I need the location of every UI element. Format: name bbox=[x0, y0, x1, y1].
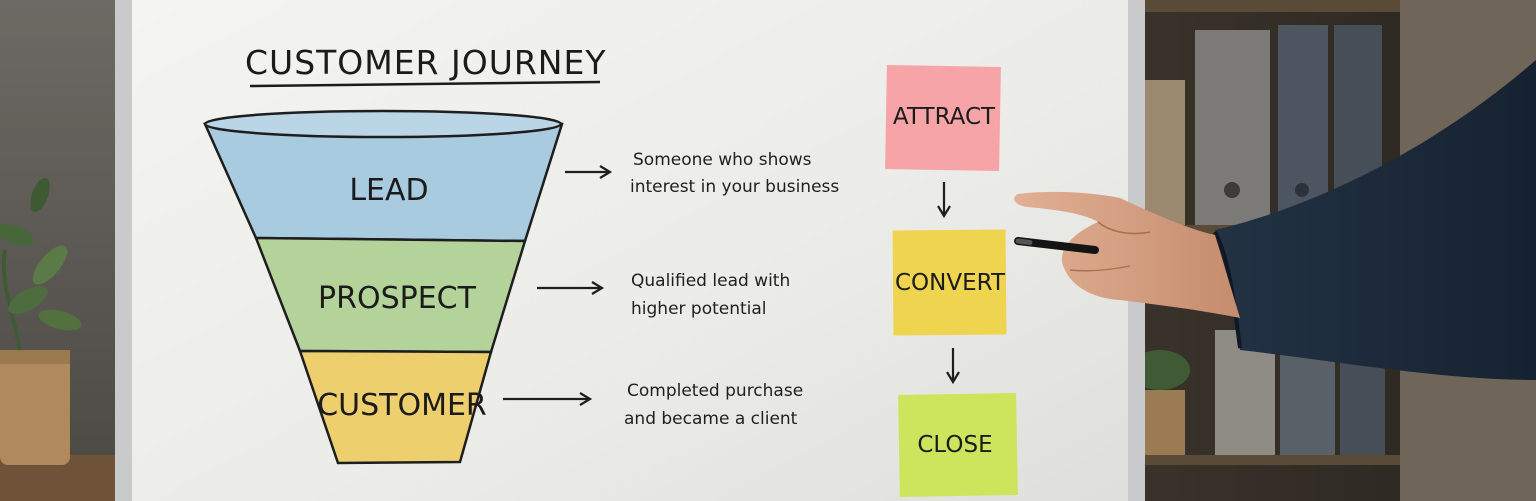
prospect-description-line-2: higher potential bbox=[631, 299, 767, 319]
sticky-note-attract-paper bbox=[885, 65, 1001, 171]
sticky-note-convert-paper bbox=[892, 229, 1007, 336]
funnel-customer-section bbox=[298, 349, 493, 465]
customer-description-line-2: and became a client bbox=[624, 409, 798, 429]
sticky-note-convert: CONVERT bbox=[892, 229, 1007, 336]
funnel-arrows bbox=[503, 165, 613, 406]
customer-description-line-1: Completed purchase bbox=[627, 381, 803, 401]
funnel-label-lead: LEAD bbox=[349, 173, 428, 208]
prospect-description-line-1: Qualified lead with bbox=[631, 271, 790, 291]
sticky-note-attract: ATTRACT bbox=[885, 65, 1001, 171]
funnel-label-customer: CUSTOMER bbox=[317, 388, 487, 423]
sticky-note-close-paper bbox=[898, 392, 1018, 498]
potted-plant bbox=[0, 177, 82, 465]
funnel-label-prospect: PROSPECT bbox=[318, 281, 477, 316]
funnel-diagram: LEAD PROSPECT CUSTOMER bbox=[203, 109, 564, 465]
lead-description-line-1: Someone who shows bbox=[633, 150, 812, 170]
sticky-note-attract-label: ATTRACT bbox=[893, 104, 996, 130]
sticky-note-close-label: CLOSE bbox=[917, 432, 992, 458]
note-arrow-2 bbox=[946, 348, 960, 385]
board-title: CUSTOMER JOURNEY bbox=[245, 43, 607, 82]
note-arrow-1 bbox=[937, 182, 951, 219]
lead-description-line-2: interest in your business bbox=[630, 177, 839, 197]
sticky-note-close: CLOSE bbox=[898, 392, 1018, 498]
presenter-hand-skin bbox=[1014, 191, 1240, 318]
presenter-hand bbox=[1014, 60, 1536, 380]
funnel-rim bbox=[203, 109, 563, 139]
title-underline bbox=[249, 80, 601, 88]
sticky-note-convert-label: CONVERT bbox=[895, 270, 1006, 296]
presenter-sleeve bbox=[1215, 60, 1536, 380]
